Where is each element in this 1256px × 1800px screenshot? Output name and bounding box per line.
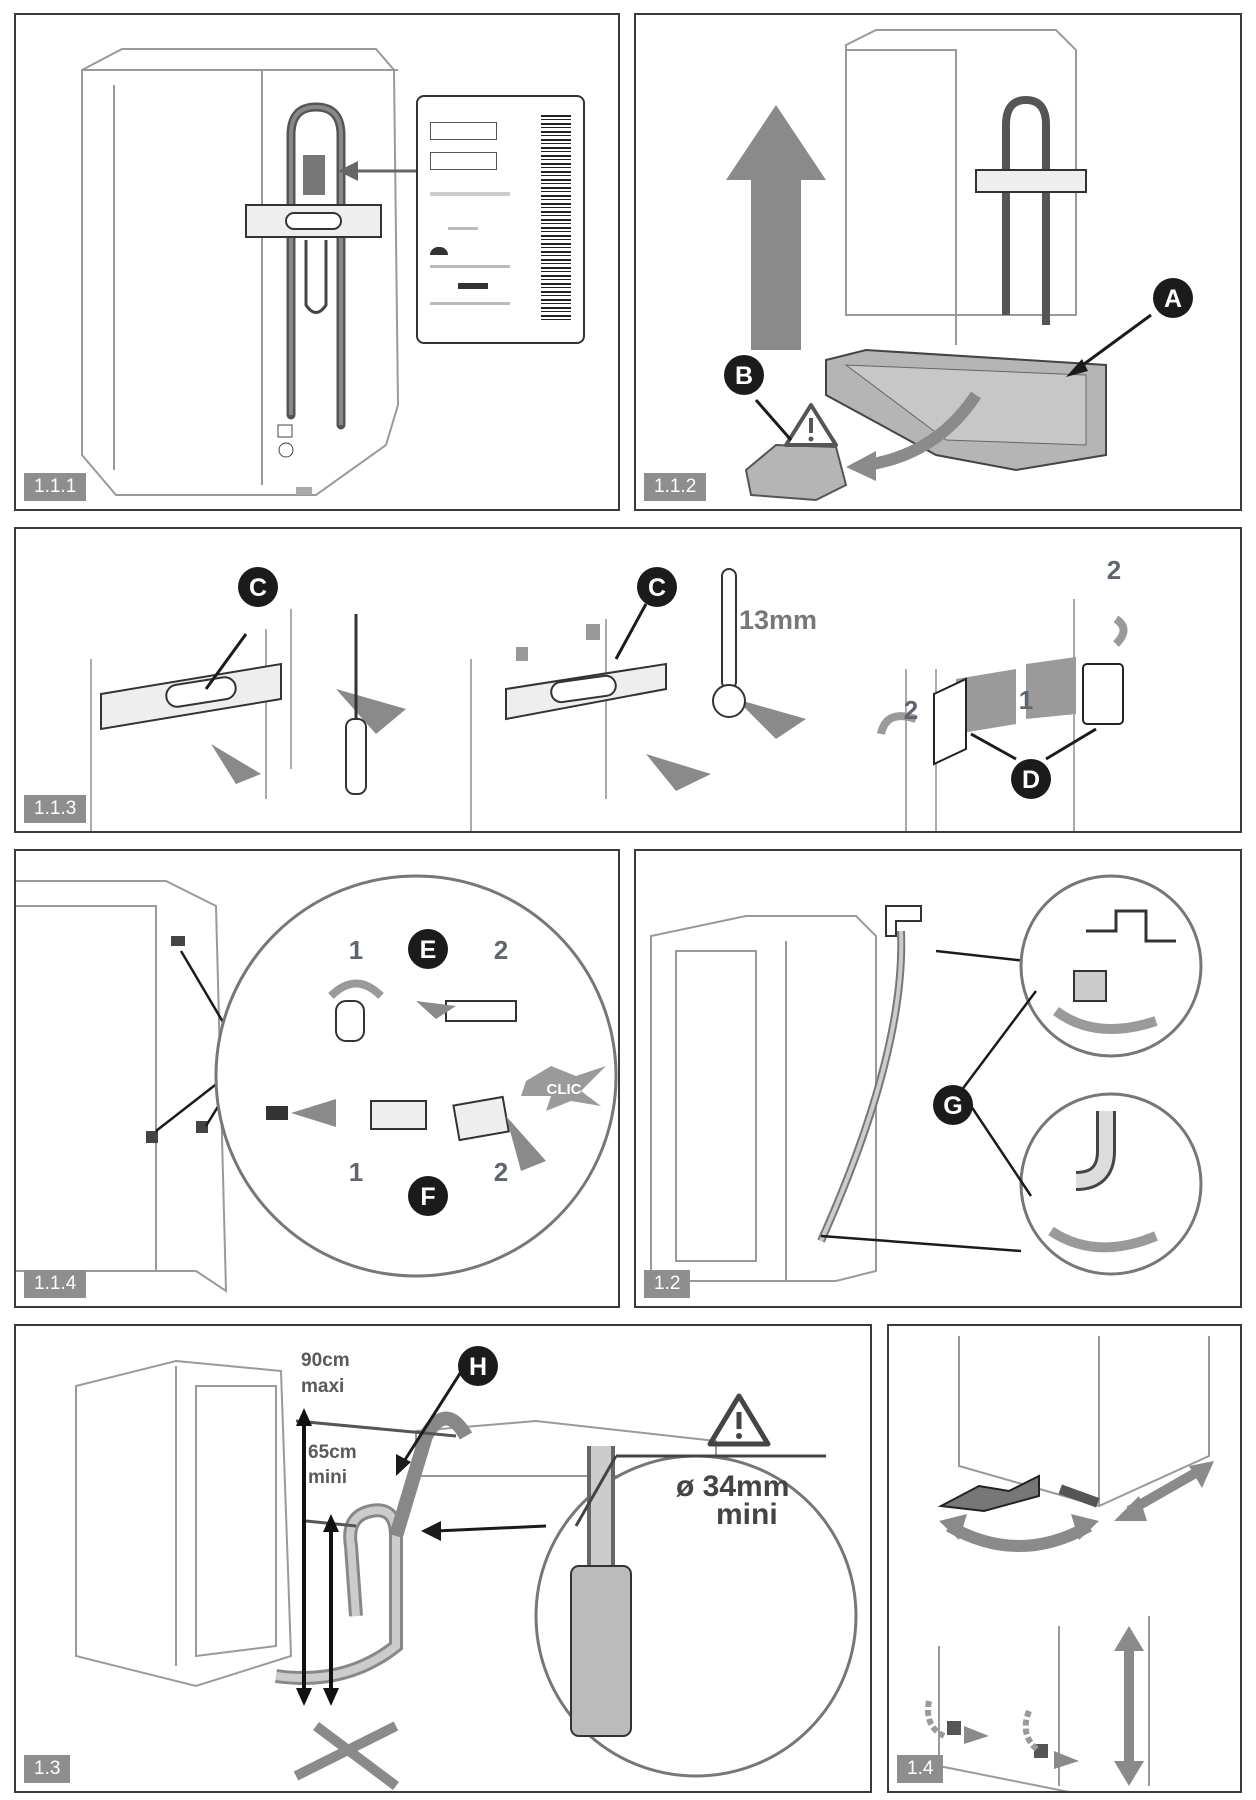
panel-label: 1.4 bbox=[897, 1755, 944, 1783]
callout-h: H bbox=[469, 1353, 487, 1381]
panel-1-1-1: 1.1.1 bbox=[14, 13, 620, 511]
diameter-value: ø 34mm bbox=[676, 1470, 789, 1503]
callout-c-2: C bbox=[648, 574, 666, 602]
max-height-value: 90cm bbox=[301, 1350, 350, 1371]
step-2-right: 2 bbox=[1107, 555, 1121, 585]
feet-adjustment-illustration bbox=[925, 1336, 1214, 1791]
packaging-removal-illustration: A B bbox=[724, 29, 1193, 502]
panel-label: 1.1.2 bbox=[644, 473, 707, 501]
panel-1-3: 90cm maxi 65cm mini H ø 34mm mini 1.3 bbox=[14, 1324, 872, 1793]
washer-back-illustration bbox=[81, 48, 416, 496]
panel-1-1-2: A B 1.1.2 bbox=[634, 13, 1242, 511]
callout-c-1: C bbox=[249, 574, 267, 602]
warning-triangle-icon bbox=[784, 403, 838, 447]
panel-label: 1.2 bbox=[644, 1270, 691, 1298]
step-f-2: 2 bbox=[494, 1157, 508, 1187]
panel-1-1-3: C 13mm C 2 1 2 D 1.1.3 bbox=[14, 527, 1242, 833]
wrench-size-label: 13mm bbox=[739, 605, 817, 635]
panel-1-4: 1.4 bbox=[887, 1324, 1242, 1793]
min-height-word: mini bbox=[308, 1467, 347, 1488]
callout-f: F bbox=[420, 1183, 435, 1211]
panel-label: 1.3 bbox=[24, 1755, 71, 1783]
min-height-value: 65cm bbox=[308, 1442, 357, 1463]
panel-1-2: G 1.2 bbox=[634, 849, 1242, 1308]
clic-label: CLIC bbox=[547, 1081, 582, 1098]
step-2-left: 2 bbox=[904, 695, 918, 725]
hole-caps-illustration: E F 1 2 1 2 CLIC bbox=[16, 874, 618, 1293]
callout-b bbox=[724, 355, 764, 395]
panel-label: 1.1.4 bbox=[24, 1270, 87, 1298]
panel-label: 1.1.3 bbox=[24, 795, 87, 823]
callout-e: E bbox=[420, 936, 437, 964]
detail-magnifier bbox=[214, 874, 618, 1278]
barcode bbox=[541, 115, 571, 320]
drain-hose-illustration: 90cm maxi 65cm mini H ø 34mm mini bbox=[75, 1346, 858, 1790]
rating-plate bbox=[416, 95, 585, 344]
callout-g: G bbox=[943, 1092, 962, 1120]
panel-label: 1.1.1 bbox=[24, 473, 87, 501]
diameter-word: mini bbox=[716, 1498, 778, 1531]
max-height-word: maxi bbox=[301, 1376, 344, 1397]
step-1: 1 bbox=[1019, 685, 1033, 715]
inlet-hose-illustration: G bbox=[650, 874, 1203, 1282]
step-e-2: 2 bbox=[494, 935, 508, 965]
transport-bolts-illustration: C 13mm C 2 1 2 D bbox=[90, 555, 1128, 831]
callout-a-text: A bbox=[1164, 285, 1182, 313]
warning-triangle-icon bbox=[707, 1393, 771, 1447]
callout-d: D bbox=[1022, 766, 1040, 794]
callout-b-text: B bbox=[735, 362, 753, 390]
step-f-1: 1 bbox=[349, 1157, 363, 1187]
panel-1-1-4: E F 1 2 1 2 CLIC 1.1.4 bbox=[14, 849, 620, 1308]
step-e-1: 1 bbox=[349, 935, 363, 965]
callout-a bbox=[1153, 278, 1193, 318]
